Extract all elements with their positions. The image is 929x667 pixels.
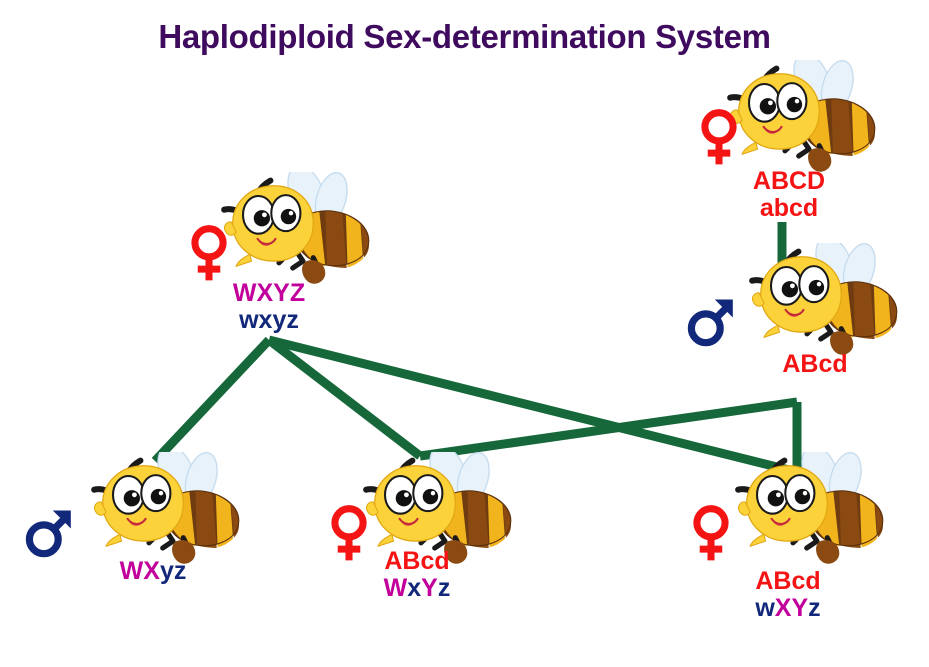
genotype-label: WXYZ wxyz [214, 280, 324, 334]
female-symbol-icon [182, 224, 236, 286]
genotype-label: ABCD abcd [734, 168, 844, 222]
genotype-label: WXyz [98, 558, 208, 585]
upper-left-female-bee-node[interactable]: WXYZ wxyz [182, 172, 432, 372]
genotype-line-2: WxYz [383, 574, 451, 602]
male-symbol-icon [24, 502, 78, 564]
genotype-line-1: ABcd [782, 350, 848, 378]
genotype-line-1: ABCD [752, 167, 826, 195]
bee-icon [722, 452, 912, 572]
genotype-label: ABcd WxYz [362, 548, 472, 602]
male-symbol-icon [686, 291, 740, 353]
bee-icon [208, 172, 398, 292]
bottom-middle-female-bee-node[interactable]: ABcd WxYz [322, 452, 572, 652]
right-male-bee-node[interactable]: ABcd [676, 243, 926, 443]
genotype-line-1: ABcd [384, 547, 450, 575]
female-symbol-icon [684, 504, 738, 566]
female-symbol-icon [692, 108, 746, 170]
top-right-female-bee-node[interactable]: ABCD abcd [686, 60, 929, 260]
genotype-label: ABcd [760, 351, 870, 378]
genotype-line-1: ABcd [755, 567, 821, 595]
genotype-label: ABcd wXYz [728, 568, 848, 622]
bottom-right-female-bee-node[interactable]: ABcd wXYz [684, 452, 929, 652]
page-title: Haplodiploid Sex-determination System [158, 18, 771, 55]
genotype-line-2: abcd [759, 194, 819, 222]
genotype-line-2: wxyz [239, 306, 299, 334]
genotype-line-2: wXYz [755, 594, 821, 622]
genotype-line-1: WXYZ [232, 279, 306, 307]
bee-icon [78, 452, 268, 572]
genotype-line-1: WXyz [119, 557, 187, 585]
bottom-left-male-bee-node[interactable]: WXyz [20, 452, 270, 652]
bee-icon [736, 243, 926, 363]
